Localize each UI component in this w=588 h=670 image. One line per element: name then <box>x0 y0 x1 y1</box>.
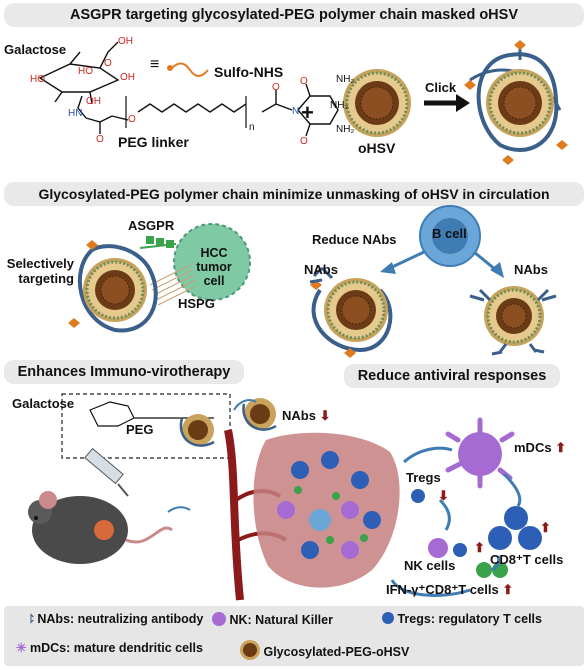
legend-mdcs: ✳ mDCs: mature dendritic cells <box>16 641 203 655</box>
selective-targeting-label: Selectively targeting <box>6 256 74 286</box>
nabs-right-label: NAbs <box>514 262 548 277</box>
arrow-to-ifn <box>491 555 501 572</box>
cd8-up-arrow: ⬆ <box>540 520 551 535</box>
nk-cell-icon-1 <box>428 538 448 558</box>
circulating-virus <box>242 398 277 431</box>
tumor-cells <box>277 451 381 559</box>
repeat-n: n <box>249 122 255 133</box>
atom-oh2: OH <box>120 72 135 83</box>
arrow-mouse <box>167 506 191 513</box>
legend-nabs: ⥏ NAbs: neutralizing antibody <box>28 612 204 626</box>
atom-nh2-2: NH₂ <box>330 100 349 111</box>
treg-cell-icon <box>411 489 425 503</box>
arrow-treg <box>438 498 451 531</box>
nk-cells-label: NK cells <box>404 558 456 573</box>
panel3-title-right: Reduce antiviral responses <box>344 364 560 388</box>
mdcs-label: mDCs ⬆ <box>514 440 567 455</box>
equiv-symbol: ≡ <box>150 56 160 73</box>
atom-oh1: OH <box>118 36 133 47</box>
b-cell-label: B cell <box>432 226 467 241</box>
atom-n: N <box>292 106 300 117</box>
syringe-icon <box>84 447 129 497</box>
atom-o1: O <box>96 134 104 145</box>
panel3-title-left: Enhances Immuno-virotherapy <box>4 360 244 384</box>
antibody-icon: ⥏ <box>28 612 34 626</box>
tumor-mass <box>253 432 400 588</box>
legend-tregs: Tregs: regulatory T cells <box>382 612 542 626</box>
blood-vessel <box>224 429 244 601</box>
inset-peg-label: PEG <box>126 422 154 437</box>
hspg-icon <box>149 264 197 306</box>
galactose-structure <box>38 41 293 134</box>
atom-o4: O <box>300 76 308 87</box>
mouse-icon <box>28 491 173 564</box>
atom-ho2: HO <box>78 66 93 77</box>
atom-nh2-1: NH₂ <box>336 74 355 85</box>
asgpr-label: ASGPR <box>128 218 175 233</box>
treg-icon <box>382 612 394 624</box>
atom-oh3: OH <box>86 96 101 107</box>
nk-icon <box>212 612 226 626</box>
legend-nk: NK: Natural Killer <box>212 612 333 627</box>
panel2-title: Glycosylated-PEG polymer chain minimize … <box>4 182 584 206</box>
atom-nh2-3: NH₂ <box>336 124 355 135</box>
arrow-inset <box>233 399 257 411</box>
gpeg-virus-icon <box>240 640 260 660</box>
galactose-label: Galactose <box>4 42 67 57</box>
inset-virus <box>179 414 215 447</box>
atom-o3: O <box>272 82 280 93</box>
masked-virus-middle <box>310 278 393 358</box>
panel1-title: ASGPR targeting glycosylated-PEG polymer… <box>4 3 584 27</box>
plus-symbol: + <box>301 100 314 125</box>
sulfo-nhs-label: Sulfo-NHS <box>214 64 284 80</box>
inset-galactose-label: Galactose <box>12 396 75 411</box>
ohsv-virus-icon <box>343 69 411 137</box>
atom-hn: HN <box>68 108 83 119</box>
arrow-to-cd8 <box>502 472 522 507</box>
legend-box: ⥏ NAbs: neutralizing antibody NK: Natura… <box>4 606 584 666</box>
cd8-label: CD8⁺T cells <box>490 552 564 567</box>
atom-o2: O <box>128 114 136 125</box>
asgpr-receptor-icon <box>139 236 177 249</box>
cd8-cell-icon <box>488 506 542 550</box>
treg-cell-icon-2 <box>453 543 467 557</box>
peg-linker-label: PEG linker <box>118 134 189 150</box>
nabs-antibody-icon <box>309 266 334 284</box>
ifn-label: IFN-γ⁺CD8⁺T cells ⬆ <box>386 582 514 597</box>
reduce-nabs-label: Reduce NAbs <box>312 232 397 247</box>
targeting-virus-icon <box>68 240 158 333</box>
ohsv-label: oHSV <box>358 140 396 156</box>
inset-structure-box <box>61 393 231 459</box>
masked-ohsv-icon <box>464 40 568 165</box>
atom-o5: O <box>300 136 308 147</box>
arrow-to-mdc <box>403 446 453 464</box>
atom-ho1: HO <box>30 74 45 85</box>
mdc-icon: ✳ <box>16 641 27 655</box>
legend-gpeg: Glycosylated-PEG-oHSV <box>240 640 409 660</box>
hspg-label: HSPG <box>178 296 215 311</box>
galactose-icon <box>167 62 209 77</box>
click-label: Click <box>425 80 457 95</box>
atom-o-ring: O <box>104 58 112 69</box>
ifn-cell-icon <box>476 562 492 578</box>
unmasked-virus-right <box>469 286 557 356</box>
panel3-nabs-label: NAbs ⬇ <box>282 408 331 423</box>
hcc-label: HCC tumor cell <box>196 246 232 288</box>
nabs-left-label: NAbs <box>304 262 338 277</box>
arrow-back <box>390 579 471 597</box>
tregs-down-arrow: ⬇ <box>438 488 449 503</box>
nhs-ring <box>297 83 339 137</box>
nk-up-arrow: ⬆ <box>474 540 485 555</box>
mdc-cell-icon <box>445 417 515 489</box>
tregs-label: Tregs <box>406 470 441 485</box>
